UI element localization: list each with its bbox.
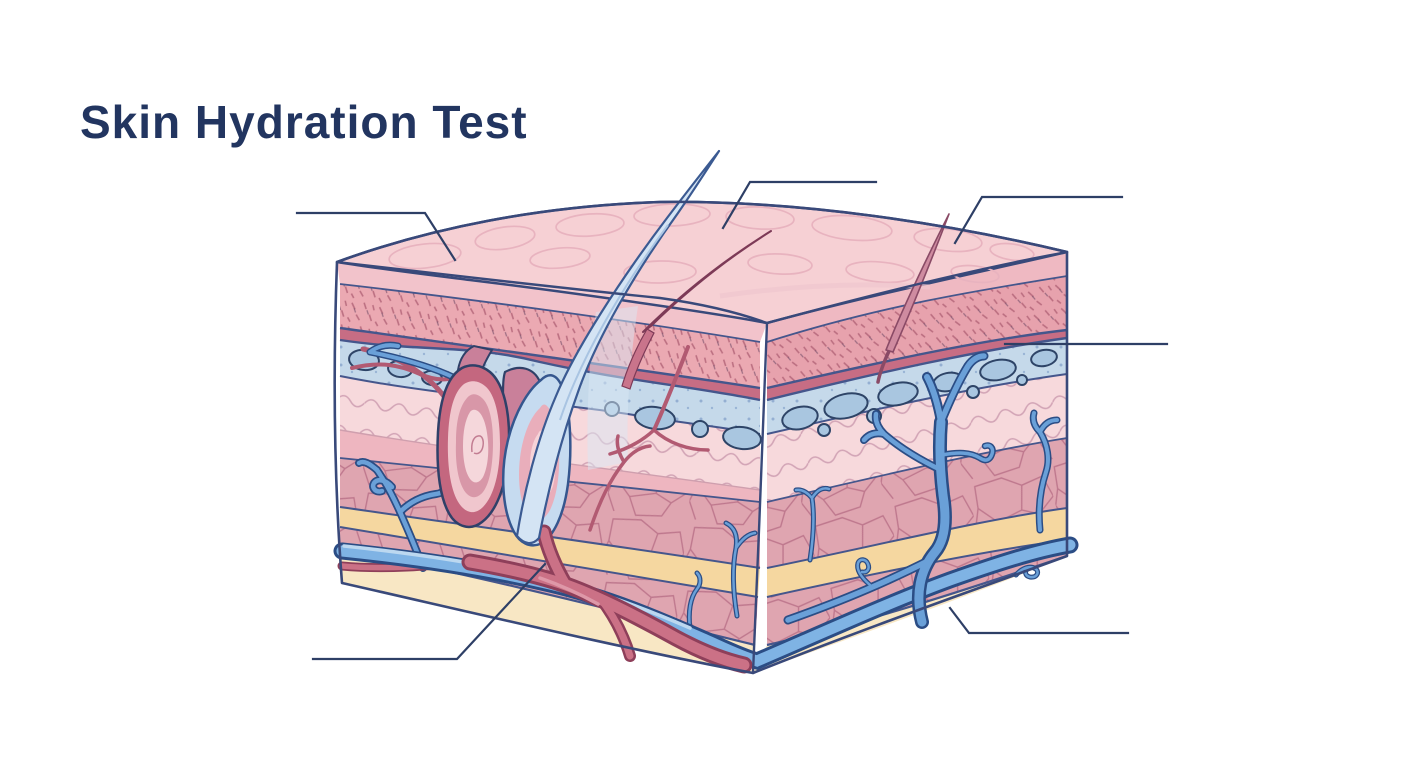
surface-sheen [719, 282, 931, 299]
layer-fat-right [767, 508, 1067, 597]
surface-cell-outlines [388, 203, 1035, 284]
small-vessel-right [793, 485, 832, 563]
callout-line-bottom-left [311, 562, 547, 661]
papillary-texture-right [767, 374, 1067, 502]
red-vessel-junction [461, 524, 753, 674]
callout-line-top-left [295, 211, 457, 262]
hair-shaft-large [515, 149, 721, 545]
block-outline [333, 200, 1069, 675]
callout-lines [295, 180, 1169, 661]
page-title: Skin Hydration Test [80, 96, 528, 148]
epidermis-texture-front [340, 284, 760, 388]
callout-line-bottom-right [948, 606, 1130, 635]
hydrated-cells-right [781, 348, 1058, 437]
small-vessels-front [686, 520, 758, 633]
reticular-texture-right [767, 438, 1067, 568]
layer-cream-front [340, 549, 755, 673]
epidermis-texture-right [767, 276, 1067, 388]
callout-line-top-center [721, 180, 878, 230]
follicle-channel [587, 306, 638, 470]
layer-surface-front [337, 262, 767, 342]
hair-shaft-small [876, 213, 950, 384]
right-vessel-tree [783, 351, 1061, 629]
callout-line-top-right [953, 195, 1124, 245]
